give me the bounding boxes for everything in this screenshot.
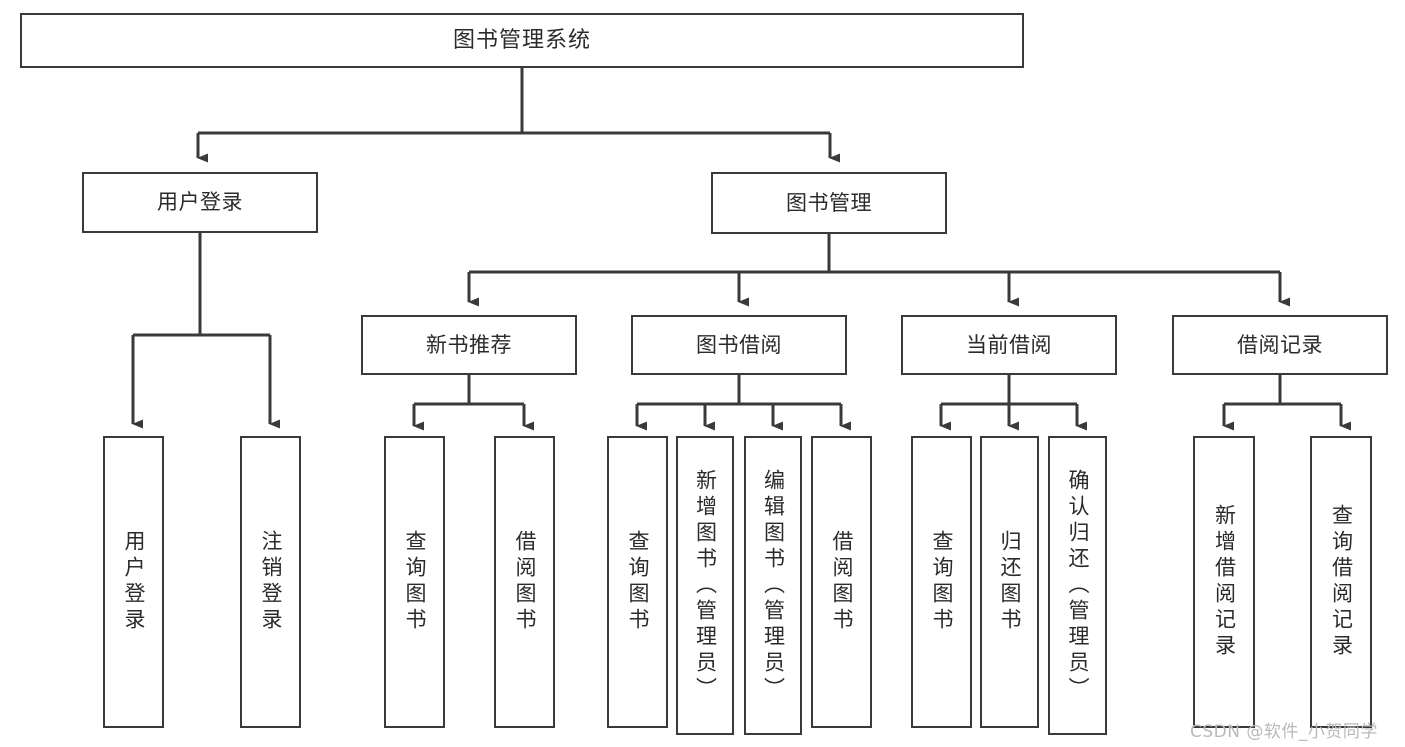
- node-current-borrow[interactable]: 当前借阅: [901, 315, 1117, 375]
- leaf-current-borrow-query[interactable]: 查询图书: [911, 436, 972, 728]
- leaf-book-borrow-borrow[interactable]: 借阅图书: [811, 436, 872, 728]
- node-label: 图书管理: [786, 190, 872, 215]
- node-label: 借阅图书: [830, 530, 854, 634]
- node-label: 新书推荐: [426, 332, 512, 357]
- leaf-book-borrow-add[interactable]: 新增图书（管理员）: [676, 436, 734, 735]
- leaf-user-login-logout[interactable]: 注销登录: [240, 436, 301, 728]
- leaf-current-borrow-confirm-return[interactable]: 确认归还（管理员）: [1048, 436, 1107, 735]
- csdn-watermark: CSDN @软件_小贺同学: [1190, 722, 1378, 742]
- node-label: 借阅图书: [513, 530, 537, 634]
- node-user-login[interactable]: 用户登录: [82, 172, 318, 233]
- node-label: 图书借阅: [696, 332, 782, 357]
- node-root-system[interactable]: 图书管理系统: [20, 13, 1024, 68]
- node-book-borrow[interactable]: 图书借阅: [631, 315, 847, 375]
- node-label: 查询图书: [626, 530, 650, 634]
- node-label: 编辑图书（管理员）: [761, 468, 786, 703]
- leaf-borrow-record-add[interactable]: 新增借阅记录: [1193, 436, 1255, 728]
- node-label: 新增图书（管理员）: [693, 468, 718, 703]
- node-label: 用户登录: [157, 190, 243, 215]
- leaf-new-book-borrow[interactable]: 借阅图书: [494, 436, 555, 728]
- leaf-user-login-login[interactable]: 用户登录: [103, 436, 164, 728]
- leaf-current-borrow-return[interactable]: 归还图书: [980, 436, 1039, 728]
- leaf-borrow-record-query[interactable]: 查询借阅记录: [1310, 436, 1372, 728]
- node-new-book-recommend[interactable]: 新书推荐: [361, 315, 577, 375]
- leaf-book-borrow-query[interactable]: 查询图书: [607, 436, 668, 728]
- node-label: 查询借阅记录: [1329, 504, 1354, 660]
- node-label: 注销登录: [259, 530, 283, 634]
- node-label: 图书管理系统: [452, 27, 591, 53]
- node-label: 确认归还（管理员）: [1066, 468, 1090, 703]
- node-label: 当前借阅: [966, 332, 1052, 357]
- leaf-book-borrow-edit[interactable]: 编辑图书（管理员）: [744, 436, 802, 735]
- node-label: 新增借阅记录: [1212, 504, 1237, 660]
- node-book-management[interactable]: 图书管理: [711, 172, 947, 234]
- node-label: 用户登录: [122, 530, 146, 634]
- node-label: 查询图书: [930, 530, 954, 634]
- node-borrow-record[interactable]: 借阅记录: [1172, 315, 1388, 375]
- leaf-new-book-query[interactable]: 查询图书: [384, 436, 445, 728]
- node-label: 归还图书: [998, 530, 1022, 634]
- node-label: 借阅记录: [1237, 332, 1323, 357]
- node-label: 查询图书: [403, 530, 427, 634]
